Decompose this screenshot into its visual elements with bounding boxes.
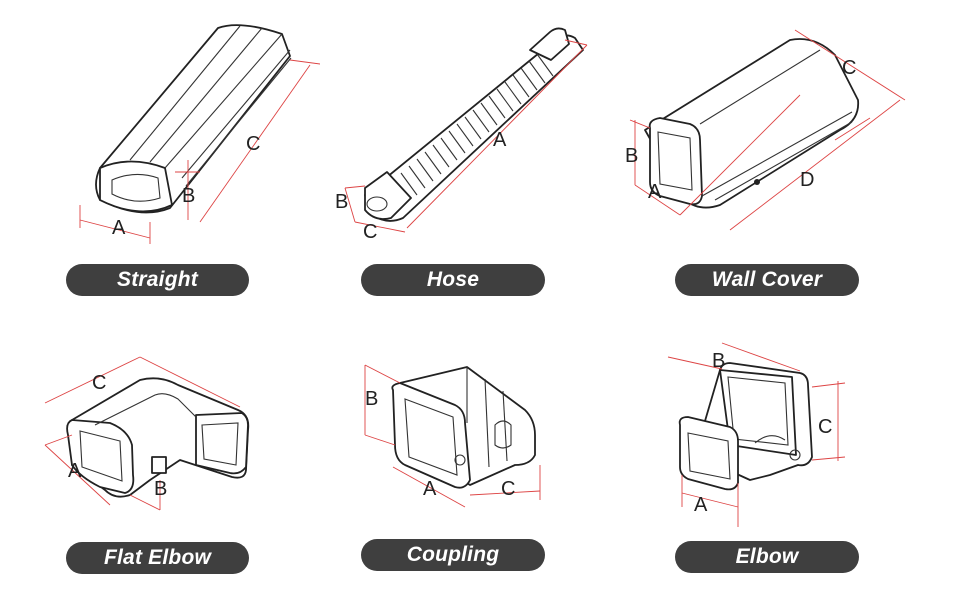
coupling-dim-a: A — [423, 478, 437, 500]
coupling-dim-c: C — [501, 478, 515, 500]
label-straight: Straight — [66, 264, 249, 296]
elbow-dim-c: C — [818, 416, 832, 438]
straight-dim-c: C — [246, 133, 260, 155]
flat-elbow-drawing: A B C — [44, 356, 250, 511]
wall-cover-drawing: A B C D — [625, 29, 906, 231]
wall-cover-dim-b: B — [625, 145, 638, 167]
elbow-dim-a: A — [694, 494, 708, 516]
product-elbow: A B C Elbow — [620, 295, 940, 595]
product-straight: A B C Straight — [0, 0, 320, 300]
product-wall-cover: A B C D Wall Cover — [620, 0, 940, 300]
wall-cover-dim-c: C — [842, 57, 856, 79]
flat-elbow-dim-b: B — [154, 478, 167, 500]
hose-dim-c: C — [363, 221, 377, 243]
hose-dim-a: A — [493, 129, 507, 151]
hose-dim-b: B — [335, 191, 348, 213]
label-coupling: Coupling — [361, 539, 545, 571]
coupling-drawing: A B C — [364, 364, 541, 508]
product-hose: A B C Hose — [325, 0, 645, 300]
label-elbow: Elbow — [675, 541, 859, 573]
straight-dim-a: A — [112, 217, 126, 239]
wall-cover-dim-d: D — [800, 169, 814, 191]
straight-dim-b: B — [182, 185, 195, 207]
label-wall-cover: Wall Cover — [675, 264, 859, 296]
flat-elbow-dim-a: A — [68, 460, 82, 482]
elbow-drawing: A B C — [667, 342, 846, 527]
straight-duct-drawing: A B C — [79, 24, 320, 244]
flat-elbow-dim-c: C — [92, 372, 106, 394]
elbow-dim-b: B — [712, 350, 725, 372]
label-hose: Hose — [361, 264, 545, 296]
product-flat-elbow: A B C Flat Elbow — [0, 295, 320, 595]
label-flat-elbow: Flat Elbow — [66, 542, 249, 574]
hose-drawing: A B C — [335, 27, 588, 243]
wall-cover-dim-a: A — [648, 181, 662, 203]
coupling-dim-b: B — [365, 388, 378, 410]
product-coupling: A B C Coupling — [325, 295, 645, 595]
